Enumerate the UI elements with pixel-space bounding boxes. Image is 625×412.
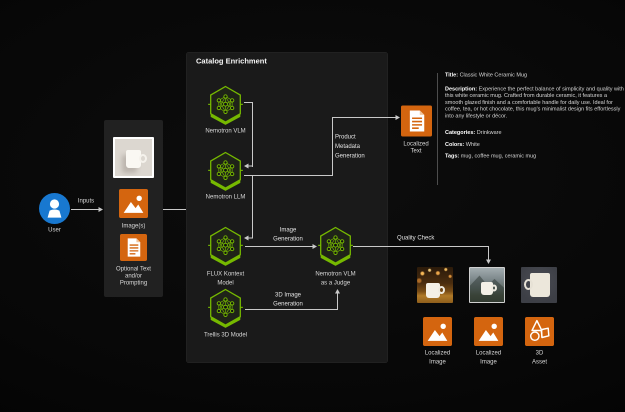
asset-3d-photo — [521, 267, 557, 303]
mug-handle-shape — [438, 286, 445, 294]
metadata-panel: Title: Classic White Ceramic Mug Descrip… — [445, 72, 625, 160]
nemotron-llm-icon — [207, 151, 244, 191]
optional-text-item-label: Optional Text and/or Prompting — [116, 265, 151, 286]
wire-vlm-llm — [252, 102, 253, 167]
flux-kontext-icon — [207, 226, 244, 266]
mug-shape — [426, 283, 440, 298]
images-icon — [119, 189, 148, 218]
wire-llm-flux — [248, 237, 253, 239]
wire-trellis-judge — [245, 309, 338, 310]
metadata-categories-label: Categories: — [445, 129, 476, 136]
metadata-colors-label: Colors: — [445, 141, 465, 148]
arrowhead-into-image — [486, 259, 491, 264]
mug-shape — [530, 273, 550, 297]
arrowhead-into-flux — [244, 235, 249, 241]
nemotron-llm-label: Nemotron LLM — [205, 193, 246, 200]
mug-handle-shape — [139, 154, 147, 163]
metadata-title-label: Title: — [445, 72, 459, 78]
flux-kontext-label: FLUX Kontext Model — [206, 270, 245, 286]
metadata-categories-row: Categories: Drinkware — [445, 130, 625, 137]
person-icon — [47, 199, 62, 218]
trellis-3d-icon — [207, 288, 244, 328]
wire-vlm-llm — [244, 102, 253, 103]
wire-llm-localized-text — [244, 175, 333, 176]
optional-text-doc-icon — [120, 234, 147, 261]
localized-image-icon-2 — [474, 317, 503, 346]
localized-image-photo-2 — [469, 267, 505, 303]
wire-user-inputs — [71, 209, 99, 210]
metadata-categories-value: Drinkware — [476, 129, 502, 136]
arrowhead-into-llm — [244, 163, 249, 169]
wire-trellis-judge — [337, 292, 338, 310]
metadata-tags-label: Tags: — [445, 153, 460, 159]
wire-llm-flux — [252, 176, 253, 238]
wire-vlm-llm — [248, 165, 253, 167]
images-item-label: Image(s) — [121, 222, 146, 229]
metadata-description-value: Experience the perfect balance of simpli… — [445, 85, 624, 119]
metadata-colors-row: Colors: White — [445, 141, 625, 148]
mug-handle-shape — [491, 284, 497, 292]
three-d-generation-label: 3D Image Generation — [273, 291, 303, 307]
localized-text-icon — [401, 105, 432, 137]
product-metadata-generation-label: Product Metadata Generation — [335, 133, 365, 159]
quality-check-label: Quality Check — [397, 234, 435, 241]
localized-image-icon-1 — [423, 317, 452, 346]
metadata-title-value: Classic White Ceramic Mug — [459, 72, 528, 78]
catalog-enrichment-title: Catalog Enrichment — [196, 57, 267, 66]
wire-judge-quality — [353, 246, 489, 247]
wire-flux-judge — [245, 246, 313, 247]
trellis-3d-label: Trellis 3D Model — [203, 331, 248, 338]
arrowhead-up-into-judge — [335, 289, 340, 294]
localized-text-label: Localized Text — [403, 140, 429, 154]
asset-3d-label: 3D Asset — [531, 349, 547, 365]
localized-image-label-1: Localized Image — [424, 349, 451, 365]
metadata-description-label: Description: — [445, 85, 478, 92]
asset-3d-icon — [525, 317, 554, 346]
mug-handle-shape — [524, 279, 533, 290]
mug-shape — [481, 282, 493, 295]
nemotron-vlm-label: Nemotron VLM — [205, 127, 246, 134]
wire-llm-localized-text — [332, 117, 396, 118]
arrowhead-into-inputs — [98, 207, 103, 212]
arrowhead-into-localized-text — [395, 115, 400, 120]
mug-shape — [126, 150, 141, 168]
user-avatar — [39, 193, 70, 224]
inputs-label: Inputs — [77, 197, 95, 204]
localized-image-photo-1 — [417, 267, 453, 303]
nemotron-vlm-icon — [207, 85, 244, 125]
arrowhead-into-judge — [312, 244, 317, 249]
wire-llm-localized-text — [332, 117, 333, 176]
metadata-separator — [437, 73, 438, 185]
wire-inputs-catalog — [163, 209, 186, 210]
metadata-description-row: Description: Experience the perfect bala… — [445, 86, 625, 120]
wire-judge-quality — [488, 246, 489, 261]
nemotron-judge-label: Nemotron VLM as a Judge — [315, 270, 356, 286]
metadata-tags-value: mug, coffee mug, ceramic mug — [460, 153, 537, 159]
metadata-colors-value: White — [465, 141, 480, 148]
metadata-title-row: Title: Classic White Ceramic Mug — [445, 72, 625, 79]
metadata-tags-row: Tags: mug, coffee mug, ceramic mug — [445, 153, 625, 160]
localized-image-label-2: Localized Image — [475, 349, 502, 365]
user-label: User — [48, 226, 61, 233]
image-generation-label: Image Generation — [273, 226, 303, 242]
input-mug-photo — [113, 137, 154, 178]
inputs-panel: Image(s) Optional Text and/or Prompting — [104, 120, 163, 297]
